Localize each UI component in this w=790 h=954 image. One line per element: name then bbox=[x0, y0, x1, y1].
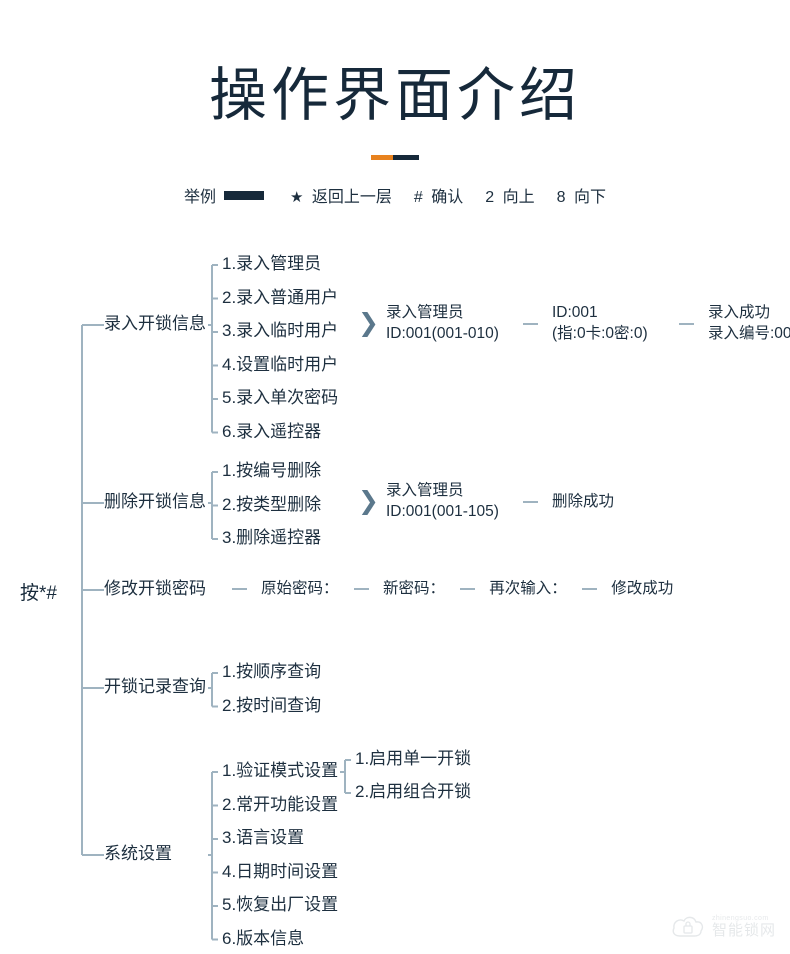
legend-item-confirm-label: 确认 bbox=[431, 189, 464, 206]
flow-dash-1-2 bbox=[523, 323, 538, 325]
flow-step-line: 原始密码： bbox=[261, 579, 339, 597]
flow-step-line: (指:0卡:0密:0) bbox=[552, 324, 648, 342]
flow-step-line: ID:001(001-105) bbox=[386, 502, 499, 520]
flow-step-3-1: 原始密码： bbox=[261, 579, 339, 600]
flow-step-line: 录入管理员 bbox=[386, 482, 464, 499]
root-label: 按*# bbox=[20, 583, 57, 604]
child-label-1-1: 1.录入管理员 bbox=[222, 254, 322, 273]
key-8-icon: 8 bbox=[556, 189, 566, 206]
flow-step-line: 修改成功 bbox=[611, 579, 674, 597]
flow-dash-3-1 bbox=[232, 588, 247, 590]
child-label-5-5: 5.恢复出厂设置 bbox=[222, 895, 339, 914]
flow-step-line: ID:001 bbox=[552, 304, 598, 321]
key-2-icon: 2 bbox=[485, 189, 495, 206]
child-label-5-3: 3.语言设置 bbox=[222, 828, 305, 847]
child-label-1-2: 2.录入普通用户 bbox=[222, 287, 339, 307]
accent-rule-orange-segment bbox=[371, 155, 393, 160]
flow-step-3-4: 修改成功 bbox=[611, 579, 673, 600]
legend-item-back-label: 返回上一层 bbox=[311, 189, 392, 206]
child-label-1-6: 6.录入遥控器 bbox=[222, 421, 322, 441]
flow-step-3-3: 再次输入： bbox=[489, 579, 567, 600]
child-label-5-4: 4.日期时间设置 bbox=[222, 861, 339, 881]
flow-dash-2-2 bbox=[523, 501, 538, 503]
flow-dash-3-3 bbox=[460, 588, 476, 590]
child-label-4-2: 2.按时间查询 bbox=[222, 695, 322, 715]
child-label-1-3: 3.录入临时用户 bbox=[222, 321, 339, 340]
legend-item-up: 2 向上 bbox=[485, 183, 534, 207]
legend: 举例 ★ 返回上一层 # 确认 2 向上 8 向下 bbox=[0, 183, 790, 207]
legend-item-down-label: 向下 bbox=[574, 189, 607, 206]
hash-key-icon: # bbox=[413, 189, 423, 206]
watermark-domain: zhinengsuo.com bbox=[711, 915, 769, 923]
branch-label-4: 开锁记录查询 bbox=[104, 677, 206, 696]
legend-label: 举例 bbox=[183, 189, 216, 206]
child-label-5-2: 2.常开功能设置 bbox=[222, 794, 339, 814]
subchild-label-5-2: 2.启用组合开锁 bbox=[355, 782, 472, 801]
watermark-brand: 智能锁网 bbox=[711, 921, 776, 939]
page-title: 操作界面介绍 bbox=[208, 63, 581, 128]
flow-step-line: 删除成功 bbox=[552, 492, 615, 510]
flow-step-line: ID:001(001-010) bbox=[386, 324, 499, 342]
child-label-1-4: 4.设置临时用户 bbox=[222, 354, 339, 374]
legend-swatch bbox=[223, 190, 264, 200]
legend-item-back: ★ 返回上一层 bbox=[290, 183, 392, 207]
flow-chevron-2: ❯ bbox=[358, 487, 379, 515]
flow-dash-1-3 bbox=[679, 323, 694, 325]
flow-dash-3-4 bbox=[582, 588, 598, 590]
flow-step-line: 录入成功 bbox=[708, 304, 771, 321]
flow-dash-3-2 bbox=[354, 588, 369, 590]
flow-step-1-1: 录入管理员 ID:001(001-010) bbox=[386, 303, 499, 345]
branch-label-1: 录入开锁信息 bbox=[104, 314, 206, 333]
child-label-5-6: 6.版本信息 bbox=[222, 928, 305, 948]
flow-step-line: 再次输入： bbox=[489, 579, 567, 597]
flow-chevron-1: ❯ bbox=[358, 309, 379, 337]
child-label-2-1: 1.按编号删除 bbox=[222, 461, 322, 480]
star-icon: ★ bbox=[289, 189, 304, 206]
flow-step-line: 新密码： bbox=[383, 579, 446, 597]
flow-step-2-1: 录入管理员 ID:001(001-105) bbox=[386, 481, 499, 523]
subchild-label-5-1: 1.启用单一开锁 bbox=[355, 749, 472, 768]
legend-item-up-label: 向上 bbox=[502, 189, 535, 206]
watermark: zhinengsuo.com 智能锁网 bbox=[671, 914, 776, 940]
accent-rule bbox=[371, 155, 419, 160]
watermark-text: zhinengsuo.com 智能锁网 bbox=[712, 915, 776, 938]
child-label-4-1: 1.按顺序查询 bbox=[222, 662, 322, 681]
accent-rule-navy-segment bbox=[393, 155, 419, 160]
legend-item-confirm: # 确认 bbox=[414, 183, 463, 207]
flow-step-1-2: ID:001 (指:0卡:0密:0) bbox=[552, 303, 648, 345]
branch-label-3: 修改开锁密码 bbox=[104, 579, 206, 598]
child-label-2-3: 3.删除遥控器 bbox=[222, 528, 322, 547]
child-label-5-1: 1.验证模式设置 bbox=[222, 761, 339, 780]
flow-step-line: 录入编号:001 bbox=[708, 324, 790, 342]
cloud-lock-icon bbox=[671, 914, 705, 940]
flow-step-2-2: 删除成功 bbox=[552, 492, 614, 513]
legend-item-down: 8 向下 bbox=[557, 183, 606, 207]
flow-step-line: 录入管理员 bbox=[386, 304, 464, 321]
branch-label-5: 系统设置 bbox=[104, 844, 172, 863]
flow-step-3-2: 新密码： bbox=[383, 579, 445, 600]
branch-label-2: 删除开锁信息 bbox=[104, 492, 206, 511]
child-label-2-2: 2.按类型删除 bbox=[222, 494, 322, 514]
child-label-1-5: 5.录入单次密码 bbox=[222, 388, 339, 407]
